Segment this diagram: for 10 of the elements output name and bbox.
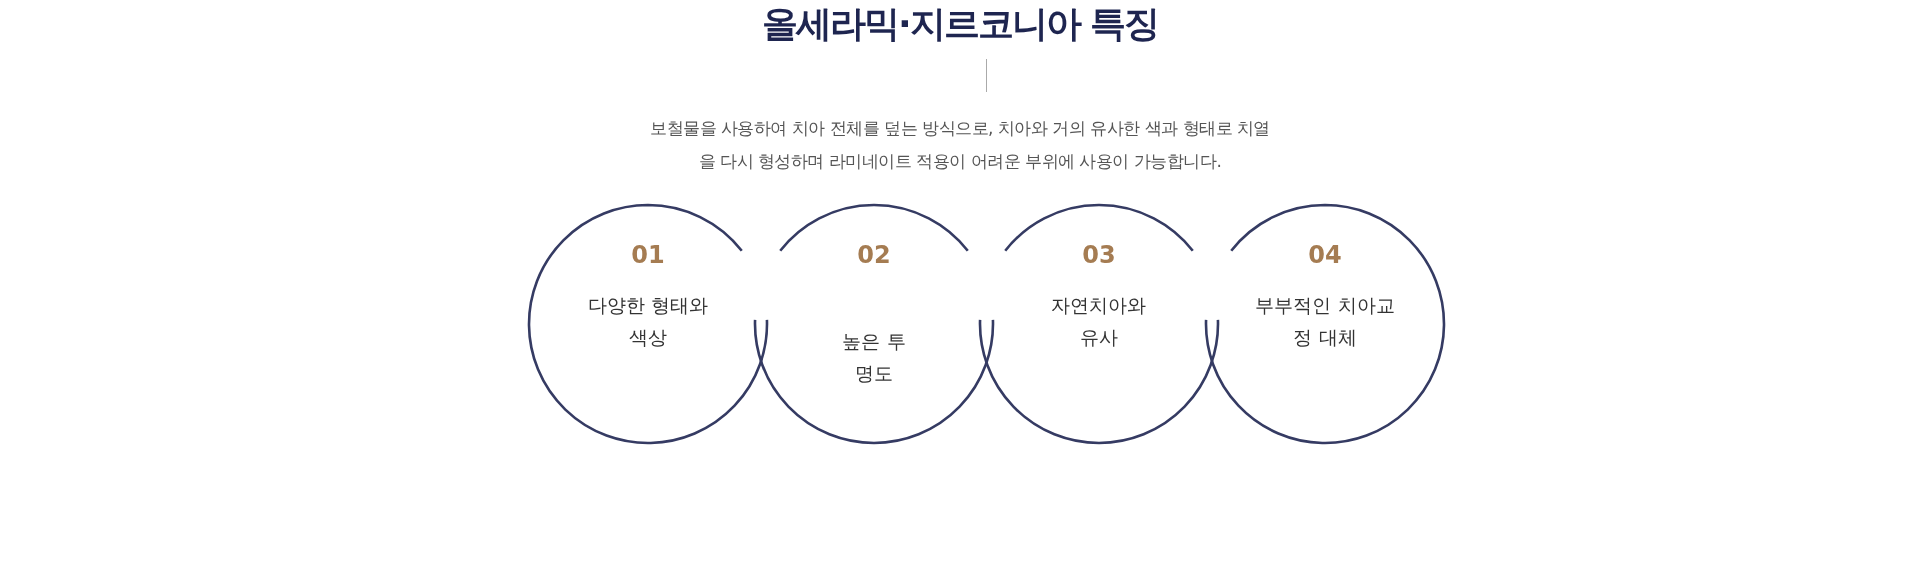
feature-text: 높은 투명도 <box>841 329 907 386</box>
step-number: 04 <box>1308 241 1342 269</box>
step-number: 02 <box>857 241 891 269</box>
feature-text: 다양한 형태와 색상 <box>586 293 709 350</box>
page-title: 올세라믹·지르코니아 특징 <box>761 3 1159 44</box>
feature-text: 부부적인 치아교정 대체 <box>1254 293 1396 350</box>
step-number: 01 <box>631 241 665 269</box>
feature-text: 자연치아와 유사 <box>1050 293 1148 350</box>
step-number: 03 <box>1082 241 1116 269</box>
description-text: 보철물을 사용하여 치아 전체를 덮는 방식으로, 치아와 거의 유사한 색과 형태로 치열을 다시 형성하며 라미네이트 적용이 어려운 부위에 사용이 가능합니다. <box>650 117 1270 173</box>
